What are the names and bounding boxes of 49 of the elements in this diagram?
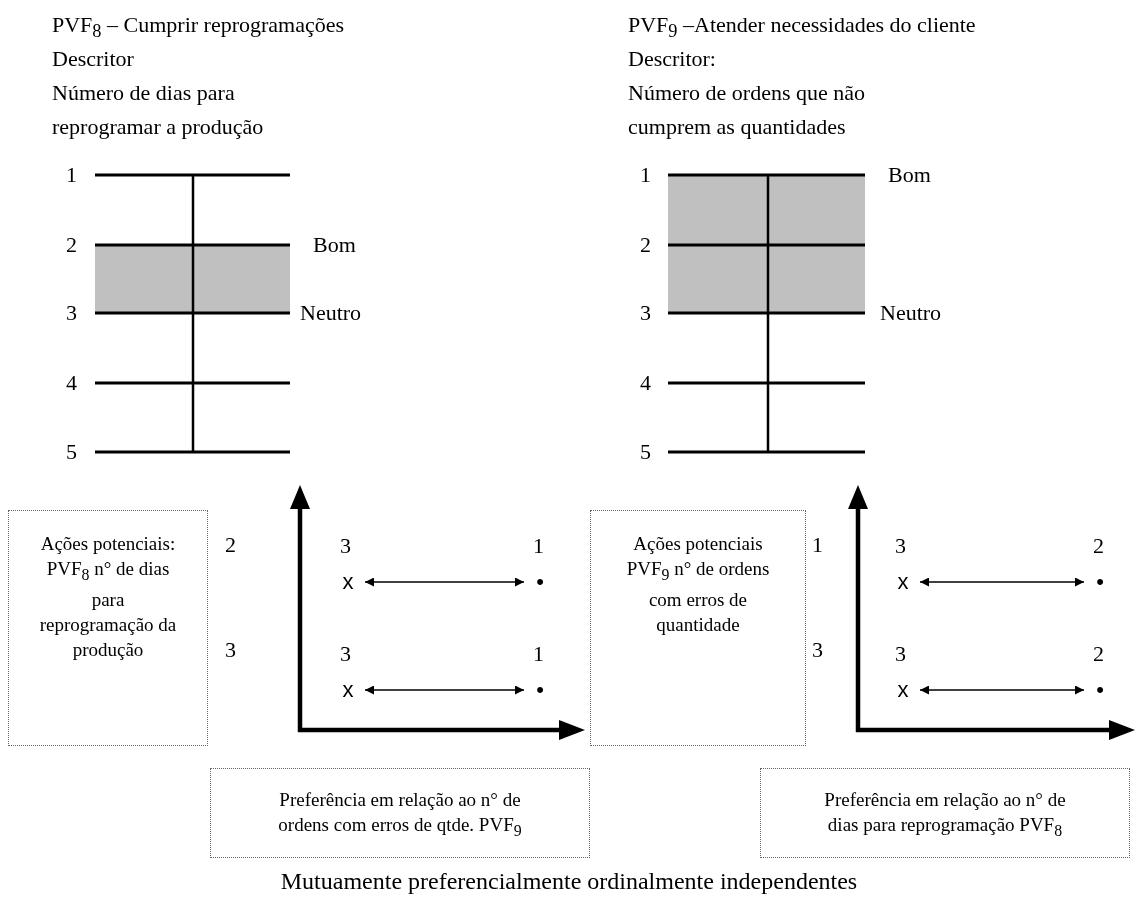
scale-label: 2 xyxy=(640,231,651,259)
scale-label: Bom xyxy=(888,161,931,189)
rank-number: 1 xyxy=(812,531,823,559)
heading-text: Número de dias para reprogramar a produção xyxy=(52,79,265,141)
scale-label: 5 xyxy=(640,438,651,466)
rank-number: 2 xyxy=(1093,642,1104,666)
scale-label: 1 xyxy=(66,161,77,189)
scale-label: Neutro xyxy=(300,299,362,327)
scale-label: Bom xyxy=(313,231,356,259)
double-arrow xyxy=(919,577,1085,587)
cross-mark: x xyxy=(892,571,914,593)
dot-mark: • xyxy=(530,679,550,701)
double-arrow xyxy=(364,577,525,587)
heading-text: Número de ordens que não cumprem as quantidades xyxy=(628,79,867,141)
heading-text: PVF$_{9}$ –Atender necessidades do cliente xyxy=(628,11,976,44)
heading-text: PVF$_{8}$ – Cumprir reprogramações xyxy=(52,11,345,44)
dot-mark: • xyxy=(1090,679,1110,701)
rank-number: 3 xyxy=(340,642,351,666)
rank-number: 2 xyxy=(225,531,236,559)
rank-number: 3 xyxy=(340,534,351,558)
rank-number: 1 xyxy=(533,642,544,666)
dot-mark: • xyxy=(1090,571,1110,593)
rank-number: 3 xyxy=(895,534,906,558)
heading-text: Descritor: xyxy=(628,45,716,73)
scale-label: 4 xyxy=(640,369,651,397)
rank-number: 2 xyxy=(1093,534,1104,558)
cross-mark: x xyxy=(337,571,359,593)
heading-text: Descritor xyxy=(52,45,134,73)
scale-label: Neutro xyxy=(880,299,942,327)
scale-label: 4 xyxy=(66,369,77,397)
note-box: Preferência em relação ao n° de ordens com erros de qtde. PVF$_{9}$ xyxy=(210,768,590,858)
note-box: Ações potenciais: PVF$_{8}$ n° de dias para reprogramação da produção xyxy=(8,510,208,746)
scale-label: 3 xyxy=(66,299,77,327)
rank-number: 3 xyxy=(225,636,236,664)
rank-number: 1 xyxy=(533,534,544,558)
scale-label: 1 xyxy=(640,161,651,189)
dot-mark: • xyxy=(530,571,550,593)
caption: Mutuamente preferencialmente ordinalmente independentes xyxy=(279,867,859,896)
rank-number: 3 xyxy=(895,642,906,666)
note-box: Ações potenciais PVF$_{9}$ n° de ordens com erros de quantidade xyxy=(590,510,806,746)
cross-mark: x xyxy=(892,679,914,701)
double-arrow xyxy=(919,685,1085,695)
note-box: Preferência em relação ao n° de dias para reprogramação PVF$_{8}$ xyxy=(760,768,1130,858)
scale-label: 5 xyxy=(66,438,77,466)
double-arrow xyxy=(364,685,525,695)
scale-label: 2 xyxy=(66,231,77,259)
scale-label: 3 xyxy=(640,299,651,327)
rank-number: 3 xyxy=(812,636,823,664)
cross-mark: x xyxy=(337,679,359,701)
